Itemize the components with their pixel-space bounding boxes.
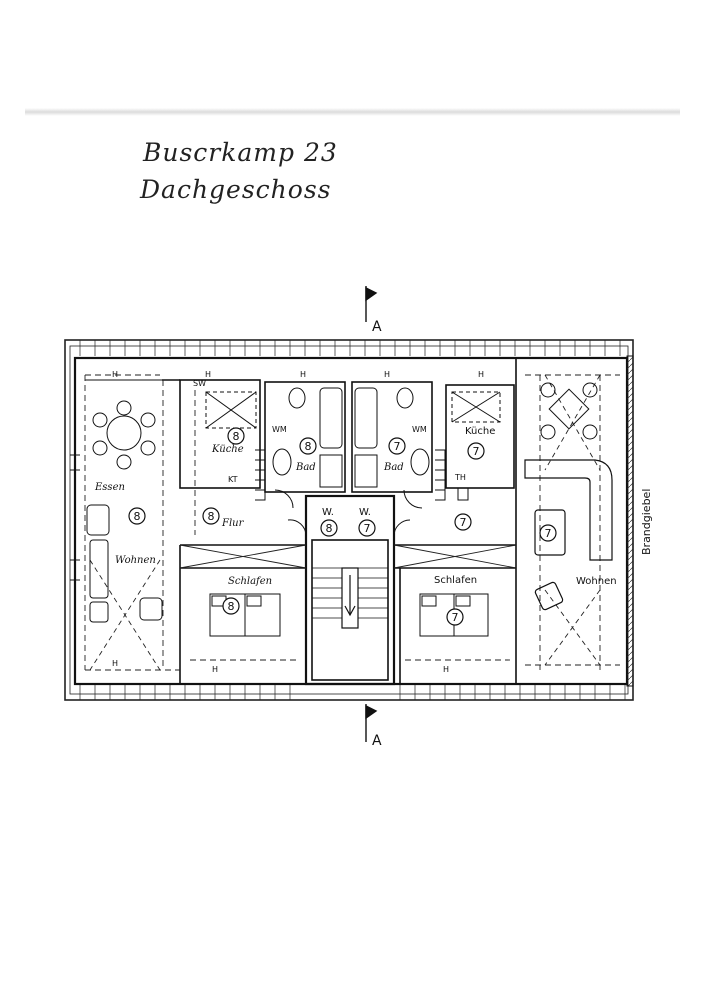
- bath-fixtures: [272, 387, 430, 488]
- inner-walls: [85, 358, 517, 686]
- room-label-kueche-right: Küche: [465, 426, 495, 437]
- fixture-label-heater: H: [212, 665, 218, 674]
- roof-edge-ticks-bottom: [79, 684, 626, 700]
- roof-edge: [64, 339, 634, 701]
- fire-wall-label: Brandgiebel: [640, 489, 653, 555]
- corridor-cross-marks: [89, 374, 601, 671]
- fixture-label-sw: SW: [193, 379, 206, 388]
- fixture-label-heater: H: [112, 659, 118, 668]
- fixture-labels: SW WM WM KT TH H H H H H H H H W. W.: [112, 370, 484, 674]
- roof-edge-ticks-top: [79, 340, 621, 356]
- room-label-wohnen-left: Wohnen: [115, 555, 156, 566]
- unit-numbers: 8 8 8 8 8 8 7 7 7 7 7 7: [134, 430, 552, 624]
- unit-number: 7: [394, 440, 401, 453]
- stair-wall-label: W.: [322, 507, 334, 518]
- unit-number: 8: [208, 510, 215, 523]
- fixture-label-wm: WM: [412, 425, 427, 434]
- unit-number: 7: [473, 445, 480, 458]
- fixture-label-heater: H: [112, 370, 118, 379]
- section-marker-bottom: [365, 704, 378, 742]
- unit-number: 8: [233, 430, 240, 443]
- unit-number: 8: [134, 510, 141, 523]
- unit-number: 8: [305, 440, 312, 453]
- section-marker-top: [365, 286, 378, 322]
- unit-number: 7: [452, 611, 459, 624]
- room-label-schlafen-right: Schlafen: [434, 575, 477, 586]
- doors: [274, 489, 425, 537]
- unit-circles: [128, 427, 557, 626]
- room-label-kueche-left: Küche: [211, 444, 244, 455]
- scan-streak: [25, 108, 680, 116]
- unit-number: 7: [460, 516, 467, 529]
- room-labels: Essen Wohnen Schlafen Küche Flur Bad Bad…: [94, 426, 653, 587]
- section-marker-label: A: [372, 319, 382, 335]
- dining-set-right: [540, 382, 598, 440]
- unit-number: 7: [545, 527, 552, 540]
- room-label-bad-left: Bad: [295, 462, 316, 473]
- left-windows: [70, 454, 80, 581]
- fixture-label-th: TH: [454, 473, 466, 482]
- fixture-label-heater: H: [384, 370, 390, 379]
- unit-number: 8: [228, 600, 235, 613]
- unit-number: 8: [326, 522, 333, 535]
- section-marker-label: A: [372, 733, 382, 749]
- bed-left: [209, 593, 281, 637]
- fixture-label-heater: H: [300, 370, 306, 379]
- fixture-label-heater: H: [478, 370, 484, 379]
- room-label-essen: Essen: [94, 482, 125, 493]
- room-label-flur: Flur: [221, 518, 245, 529]
- roof-slope-lines: [84, 374, 620, 671]
- fixture-label-heater: H: [205, 370, 211, 379]
- fire-wall: [626, 355, 634, 687]
- fixture-label-kt: KT: [228, 475, 238, 484]
- plan-title-floor: Dachgeschoss: [140, 175, 332, 204]
- room-label-bad-right: Bad: [383, 462, 404, 473]
- unit-number: 7: [364, 522, 371, 535]
- room-label-wohnen-right: Wohnen: [576, 576, 617, 587]
- outer-walls: [73, 356, 629, 686]
- sofa-right: [524, 459, 613, 611]
- fixture-label-wm: WM: [272, 425, 287, 434]
- stair-wall-label: W.: [359, 507, 371, 518]
- radiators: [255, 449, 446, 501]
- plan-title-address: Buscrkamp 23: [143, 138, 338, 167]
- room-label-schlafen-left: Schlafen: [228, 576, 272, 587]
- sofa-left: [86, 504, 163, 623]
- stair-treads: [312, 567, 388, 629]
- kitchen-fixtures: [205, 391, 501, 501]
- fixture-label-heater: H: [443, 665, 449, 674]
- dining-set-left: [92, 400, 156, 470]
